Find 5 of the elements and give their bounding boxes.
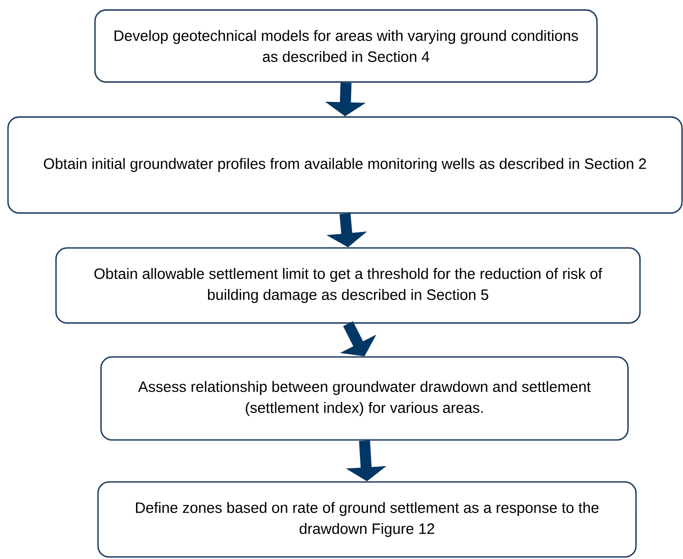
process-box: Obtain allowable settlement limit to get a threshold for the reduction of risk of building damage as described in Section 5 <box>55 247 641 324</box>
process-box: Develop geotechnical models for areas with varying ground conditions as described in Section 4 <box>94 9 598 83</box>
process-box: Define zones based on rate of ground settlement as a response to the drawdown Figure 12 <box>97 481 637 558</box>
process-box: Assess relationship between groundwater drawdown and settlement (settlement index) for various areas. <box>100 356 629 441</box>
process-box: Obtain initial groundwater profiles from available monitoring wells as described in Section 2 <box>7 116 683 214</box>
